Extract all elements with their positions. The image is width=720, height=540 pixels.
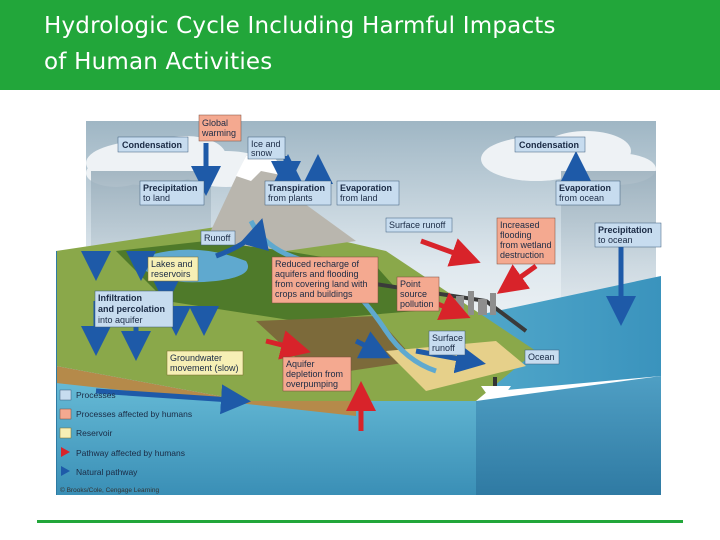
title-line-1: Hydrologic Cycle Including Harmful Impac… — [44, 13, 556, 39]
condensation-left-text: Condensation — [122, 140, 182, 150]
aquifer-line-3: overpumping — [286, 379, 338, 389]
recharge-line-2: aquifers and flooding — [275, 269, 359, 279]
lakes-line-1: Lakes and — [151, 259, 193, 269]
legend-arrow-natural-icon — [61, 466, 70, 476]
label-infiltration: Infiltration and percolation into aquife… — [94, 290, 174, 328]
label-evaporation-ocean: Evaporation from ocean — [555, 180, 621, 206]
evap-ocean-line-1: Evaporation — [559, 183, 611, 193]
human-pathways — [265, 238, 538, 431]
label-ice-and-snow: Ice and snow — [247, 136, 286, 160]
legend-swatch-human-processes — [59, 408, 72, 420]
precip-land-line-1: Precipitation — [143, 183, 198, 193]
legend-label-human-processes: Processes affected by humans — [76, 409, 192, 419]
global-warming-line-2: warming — [201, 128, 236, 138]
label-precipitation-land: Precipitation to land — [139, 180, 205, 206]
label-precipitation-ocean: Precipitation to ocean — [594, 222, 662, 248]
recharge-line-4: crops and buildings — [275, 289, 353, 299]
copyright-credit: © Brooks/Cole, Cengage Learning — [60, 486, 159, 494]
label-ocean: Ocean — [524, 349, 560, 365]
flooding-line-2: flooding — [500, 230, 532, 240]
ice-snow-line-2: snow — [251, 148, 273, 158]
infiltration-line-3: into aquifer — [98, 315, 143, 325]
legend-label-natural-pathway: Natural pathway — [76, 467, 138, 477]
label-global-warming: Global warming — [198, 114, 242, 142]
label-groundwater: Groundwater movement (slow) — [166, 350, 244, 376]
label-runoff: Runoff — [200, 230, 236, 246]
legend-item-human-processes: Processes affected by humans — [59, 408, 192, 420]
legend-item-natural-pathway: Natural pathway — [61, 466, 138, 477]
legend-label-reservoir: Reservoir — [76, 428, 113, 438]
legend-label-human-pathway: Pathway affected by humans — [76, 448, 185, 458]
groundwater-line-2: movement (slow) — [170, 363, 239, 373]
transpiration-line-2: from plants — [268, 193, 313, 203]
ice-snow-line-1: Ice and — [251, 139, 281, 149]
ocean-text: Ocean — [528, 352, 555, 362]
legend-label-processes: Processes — [76, 390, 116, 400]
label-evaporation-land: Evaporation from land — [336, 180, 400, 206]
point-source-line-2: source — [400, 289, 427, 299]
flooding-line-3: from wetland — [500, 240, 552, 250]
surface-runoff-bottom-line-1: Surface — [432, 333, 463, 343]
label-aquifer-depletion: Aquifer depletion from overpumping — [282, 356, 352, 392]
recharge-line-3: from covering land with — [275, 279, 368, 289]
label-surface-runoff-top: Surface runoff — [385, 217, 453, 233]
legend-item-reservoir: Reservoir — [59, 427, 113, 439]
legend: Processes Processes affected by humans R… — [59, 389, 192, 477]
label-transpiration: Transpiration from plants — [264, 180, 332, 206]
slide-title: Hydrologic Cycle Including Harmful Impac… — [44, 8, 704, 80]
flooding-line-4: destruction — [500, 250, 544, 260]
condensation-right-text: Condensation — [519, 140, 579, 150]
label-reduced-recharge: Reduced recharge of aquifers and floodin… — [271, 256, 379, 304]
global-warming-line-1: Global — [202, 118, 228, 128]
evap-ocean-line-2: from ocean — [559, 193, 604, 203]
precip-ocean-line-2: to ocean — [598, 235, 633, 245]
runoff-text: Runoff — [204, 233, 231, 243]
legend-item-processes: Processes — [59, 389, 116, 401]
recharge-line-1: Reduced recharge of — [275, 259, 360, 269]
surface-runoff-bottom-line-2: runoff — [432, 343, 455, 353]
aquifer-line-2: depletion from — [286, 369, 343, 379]
ship — [481, 377, 511, 393]
precip-land-line-2: to land — [143, 193, 170, 203]
groundwater-line-1: Groundwater — [170, 353, 222, 363]
label-increased-flooding: Increased flooding from wetland destruct… — [496, 217, 556, 265]
infiltration-line-2: and percolation — [98, 304, 165, 314]
label-condensation-right: Condensation — [514, 136, 586, 153]
legend-swatch-processes — [59, 389, 72, 401]
surface-runoff-top-text: Surface runoff — [389, 220, 446, 230]
legend-item-human-pathway: Pathway affected by humans — [61, 447, 185, 458]
flooding-line-1: Increased — [500, 220, 540, 230]
aquifer-line-1: Aquifer — [286, 359, 315, 369]
point-source-line-3: pollution — [400, 299, 434, 309]
label-surface-runoff-bottom: Surface runoff — [428, 330, 466, 356]
legend-arrow-human-icon — [61, 447, 70, 457]
footer-divider — [37, 520, 683, 523]
hydrologic-cycle-diagram: Global warming Ice and snow Condensation… — [56, 101, 664, 495]
transpiration-line-1: Transpiration — [268, 183, 325, 193]
label-point-source: Point source pollution — [396, 276, 440, 312]
title-line-2: of Human Activities — [44, 49, 273, 75]
soil-layer — [56, 366, 356, 416]
side-cross-section — [476, 376, 661, 495]
label-condensation-left: Condensation — [117, 136, 189, 153]
evap-land-line-1: Evaporation — [340, 183, 392, 193]
front-cross-section — [56, 366, 476, 495]
precip-ocean-line-1: Precipitation — [598, 225, 653, 235]
evap-land-line-2: from land — [340, 193, 378, 203]
point-source-line-1: Point — [400, 279, 421, 289]
title-banner: Hydrologic Cycle Including Harmful Impac… — [0, 0, 720, 90]
label-lakes-reservoirs: Lakes and reservoirs — [147, 256, 199, 282]
lakes-line-2: reservoirs — [151, 269, 191, 279]
infiltration-line-1: Infiltration — [98, 293, 142, 303]
legend-swatch-reservoir — [59, 427, 72, 439]
